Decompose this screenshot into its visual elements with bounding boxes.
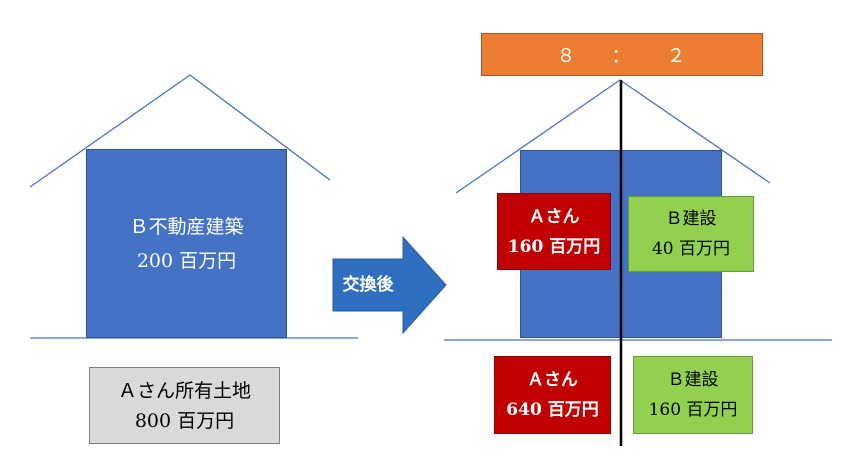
a-land-share-value: 640 百万円 (506, 400, 599, 420)
b-building-share-value: 40 百万円 (651, 239, 731, 259)
b-building-value: 200 百万円 (136, 249, 237, 272)
a-land-share-label: Ａさん (527, 370, 578, 390)
b-land-share-block: Ｂ建設 160 百万円 (633, 356, 753, 434)
b-land-share-label: Ｂ建設 (667, 370, 719, 390)
a-building-share-value: 160 百万円 (507, 236, 601, 257)
b-land-share-value: 160 百万円 (648, 400, 738, 420)
arrow-shape (332, 235, 447, 335)
b-building-block: Ｂ不動産建築 200 百万円 (86, 149, 287, 338)
b-building-label: Ｂ不動産建築 (129, 215, 244, 238)
a-land-value: 800 百万円 (134, 409, 235, 432)
a-land-label: Ａさん所有土地 (117, 379, 251, 402)
b-building-share-block: Ｂ建設 40 百万円 (628, 196, 754, 272)
arrow-label: 交換後 (342, 275, 394, 295)
b-building-share-label: Ｂ建設 (665, 209, 717, 229)
a-land-block: Ａさん所有土地 800 百万円 (89, 367, 280, 444)
a-land-share-block: Ａさん 640 百万円 (494, 356, 611, 434)
ratio-separator: ： (611, 45, 633, 67)
ratio-left: ８ (556, 45, 578, 67)
ratio-banner: ８ ： ２ (481, 33, 763, 76)
a-building-share-label: Ａさん (528, 206, 580, 227)
ratio-right: ２ (666, 45, 688, 67)
a-building-share-block: Ａさん 160 百万円 (497, 193, 611, 270)
left-roof-line (29, 74, 331, 188)
